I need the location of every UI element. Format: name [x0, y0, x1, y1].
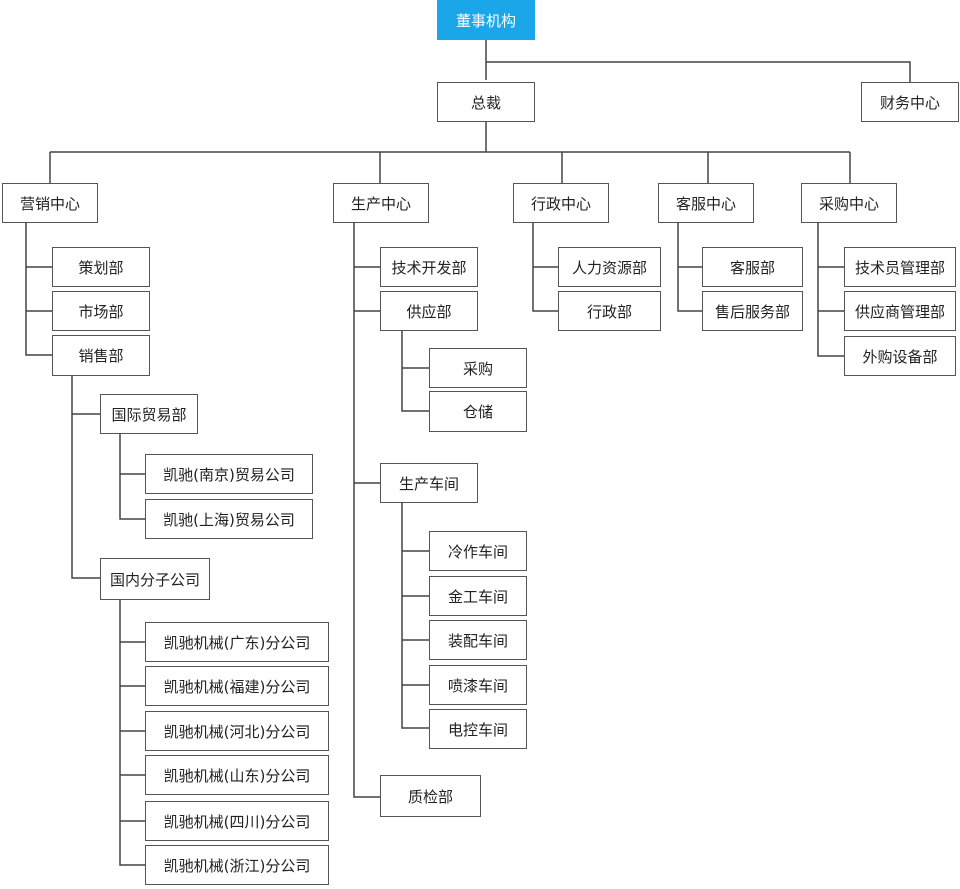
node-supply-dept: 供应部 [380, 291, 478, 331]
node-outsourcing-dept: 外购设备部 [844, 336, 956, 376]
node-cs-dept: 客服部 [702, 247, 803, 287]
node-zhejiang-branch: 凯驰机械(浙江)分公司 [145, 845, 329, 885]
node-intl-trade-dept: 国际贸易部 [100, 394, 198, 434]
node-electrical-workshop: 电控车间 [429, 709, 527, 749]
node-hebei-branch: 凯驰机械(河北)分公司 [145, 711, 329, 751]
node-board: 董事机构 [437, 0, 535, 40]
node-domestic-branches: 国内分子公司 [100, 558, 210, 600]
node-purchasing: 采购 [429, 348, 527, 388]
node-supplier-dept: 供应商管理部 [844, 291, 956, 331]
node-guangdong-branch: 凯驰机械(广东)分公司 [145, 622, 329, 662]
node-hr-dept: 人力资源部 [558, 247, 661, 287]
node-after-sales-dept: 售后服务部 [702, 291, 803, 331]
node-admin-dept: 行政部 [558, 291, 661, 331]
node-president: 总裁 [437, 82, 535, 122]
node-metalwork-workshop: 金工车间 [429, 576, 527, 616]
node-assembly-workshop: 装配车间 [429, 620, 527, 660]
node-finance-center: 财务中心 [861, 82, 959, 122]
node-nanjing-company: 凯驰(南京)贸易公司 [145, 454, 313, 494]
node-production-center: 生产中心 [333, 183, 429, 223]
node-painting-workshop: 喷漆车间 [429, 665, 527, 705]
node-warehouse: 仓储 [429, 391, 527, 432]
node-tech-dev-dept: 技术开发部 [380, 247, 478, 287]
node-qc-dept: 质检部 [380, 775, 481, 817]
node-procurement-center: 采购中心 [801, 183, 897, 223]
node-production-workshop: 生产车间 [380, 463, 478, 503]
node-fujian-branch: 凯驰机械(福建)分公司 [145, 666, 329, 706]
node-sales-dept: 销售部 [52, 335, 150, 376]
node-service-center: 客服中心 [658, 183, 754, 223]
node-market-dept: 市场部 [52, 291, 150, 331]
node-cold-work-workshop: 冷作车间 [429, 531, 527, 571]
node-shanghai-company: 凯驰(上海)贸易公司 [145, 499, 313, 539]
node-planning-dept: 策划部 [52, 247, 150, 287]
node-admin-center: 行政中心 [513, 183, 609, 223]
node-sichuan-branch: 凯驰机械(四川)分公司 [145, 801, 329, 841]
node-tech-staff-dept: 技术员管理部 [844, 247, 956, 287]
node-marketing-center: 营销中心 [2, 183, 98, 223]
node-shandong-branch: 凯驰机械(山东)分公司 [145, 755, 329, 795]
